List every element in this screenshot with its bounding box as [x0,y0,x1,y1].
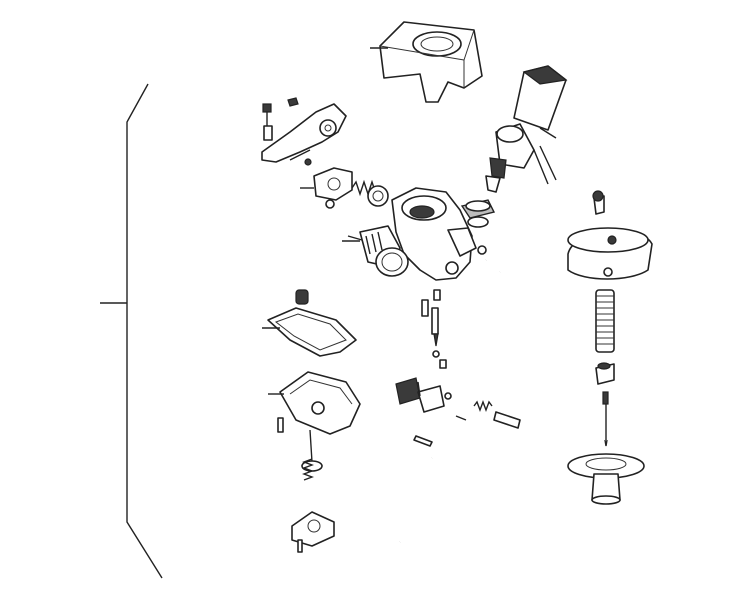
part-15-hose [485,256,503,273]
part-2-diaphragm [567,453,645,505]
part-18-cover-plate [304,158,353,209]
part-1-float-bowl [277,371,361,553]
part-6-top-cap [567,190,653,280]
part-carburetor-body [347,187,496,281]
part-19-idle-screw [444,392,521,429]
part-14-hose [398,435,448,544]
part-throttle-bracket [261,97,347,163]
part-jets [421,289,447,369]
part-4-float [395,377,445,413]
part-20-spring [351,179,389,207]
part-22-cover [379,21,483,103]
leader-3 [539,127,557,139]
part-7-needle [602,391,609,447]
part-17-retainer [595,362,615,385]
part-13-gasket [267,289,357,357]
part-3-auto-choke [485,65,568,193]
part-16-spring [595,289,615,353]
group-bracket [100,83,163,579]
